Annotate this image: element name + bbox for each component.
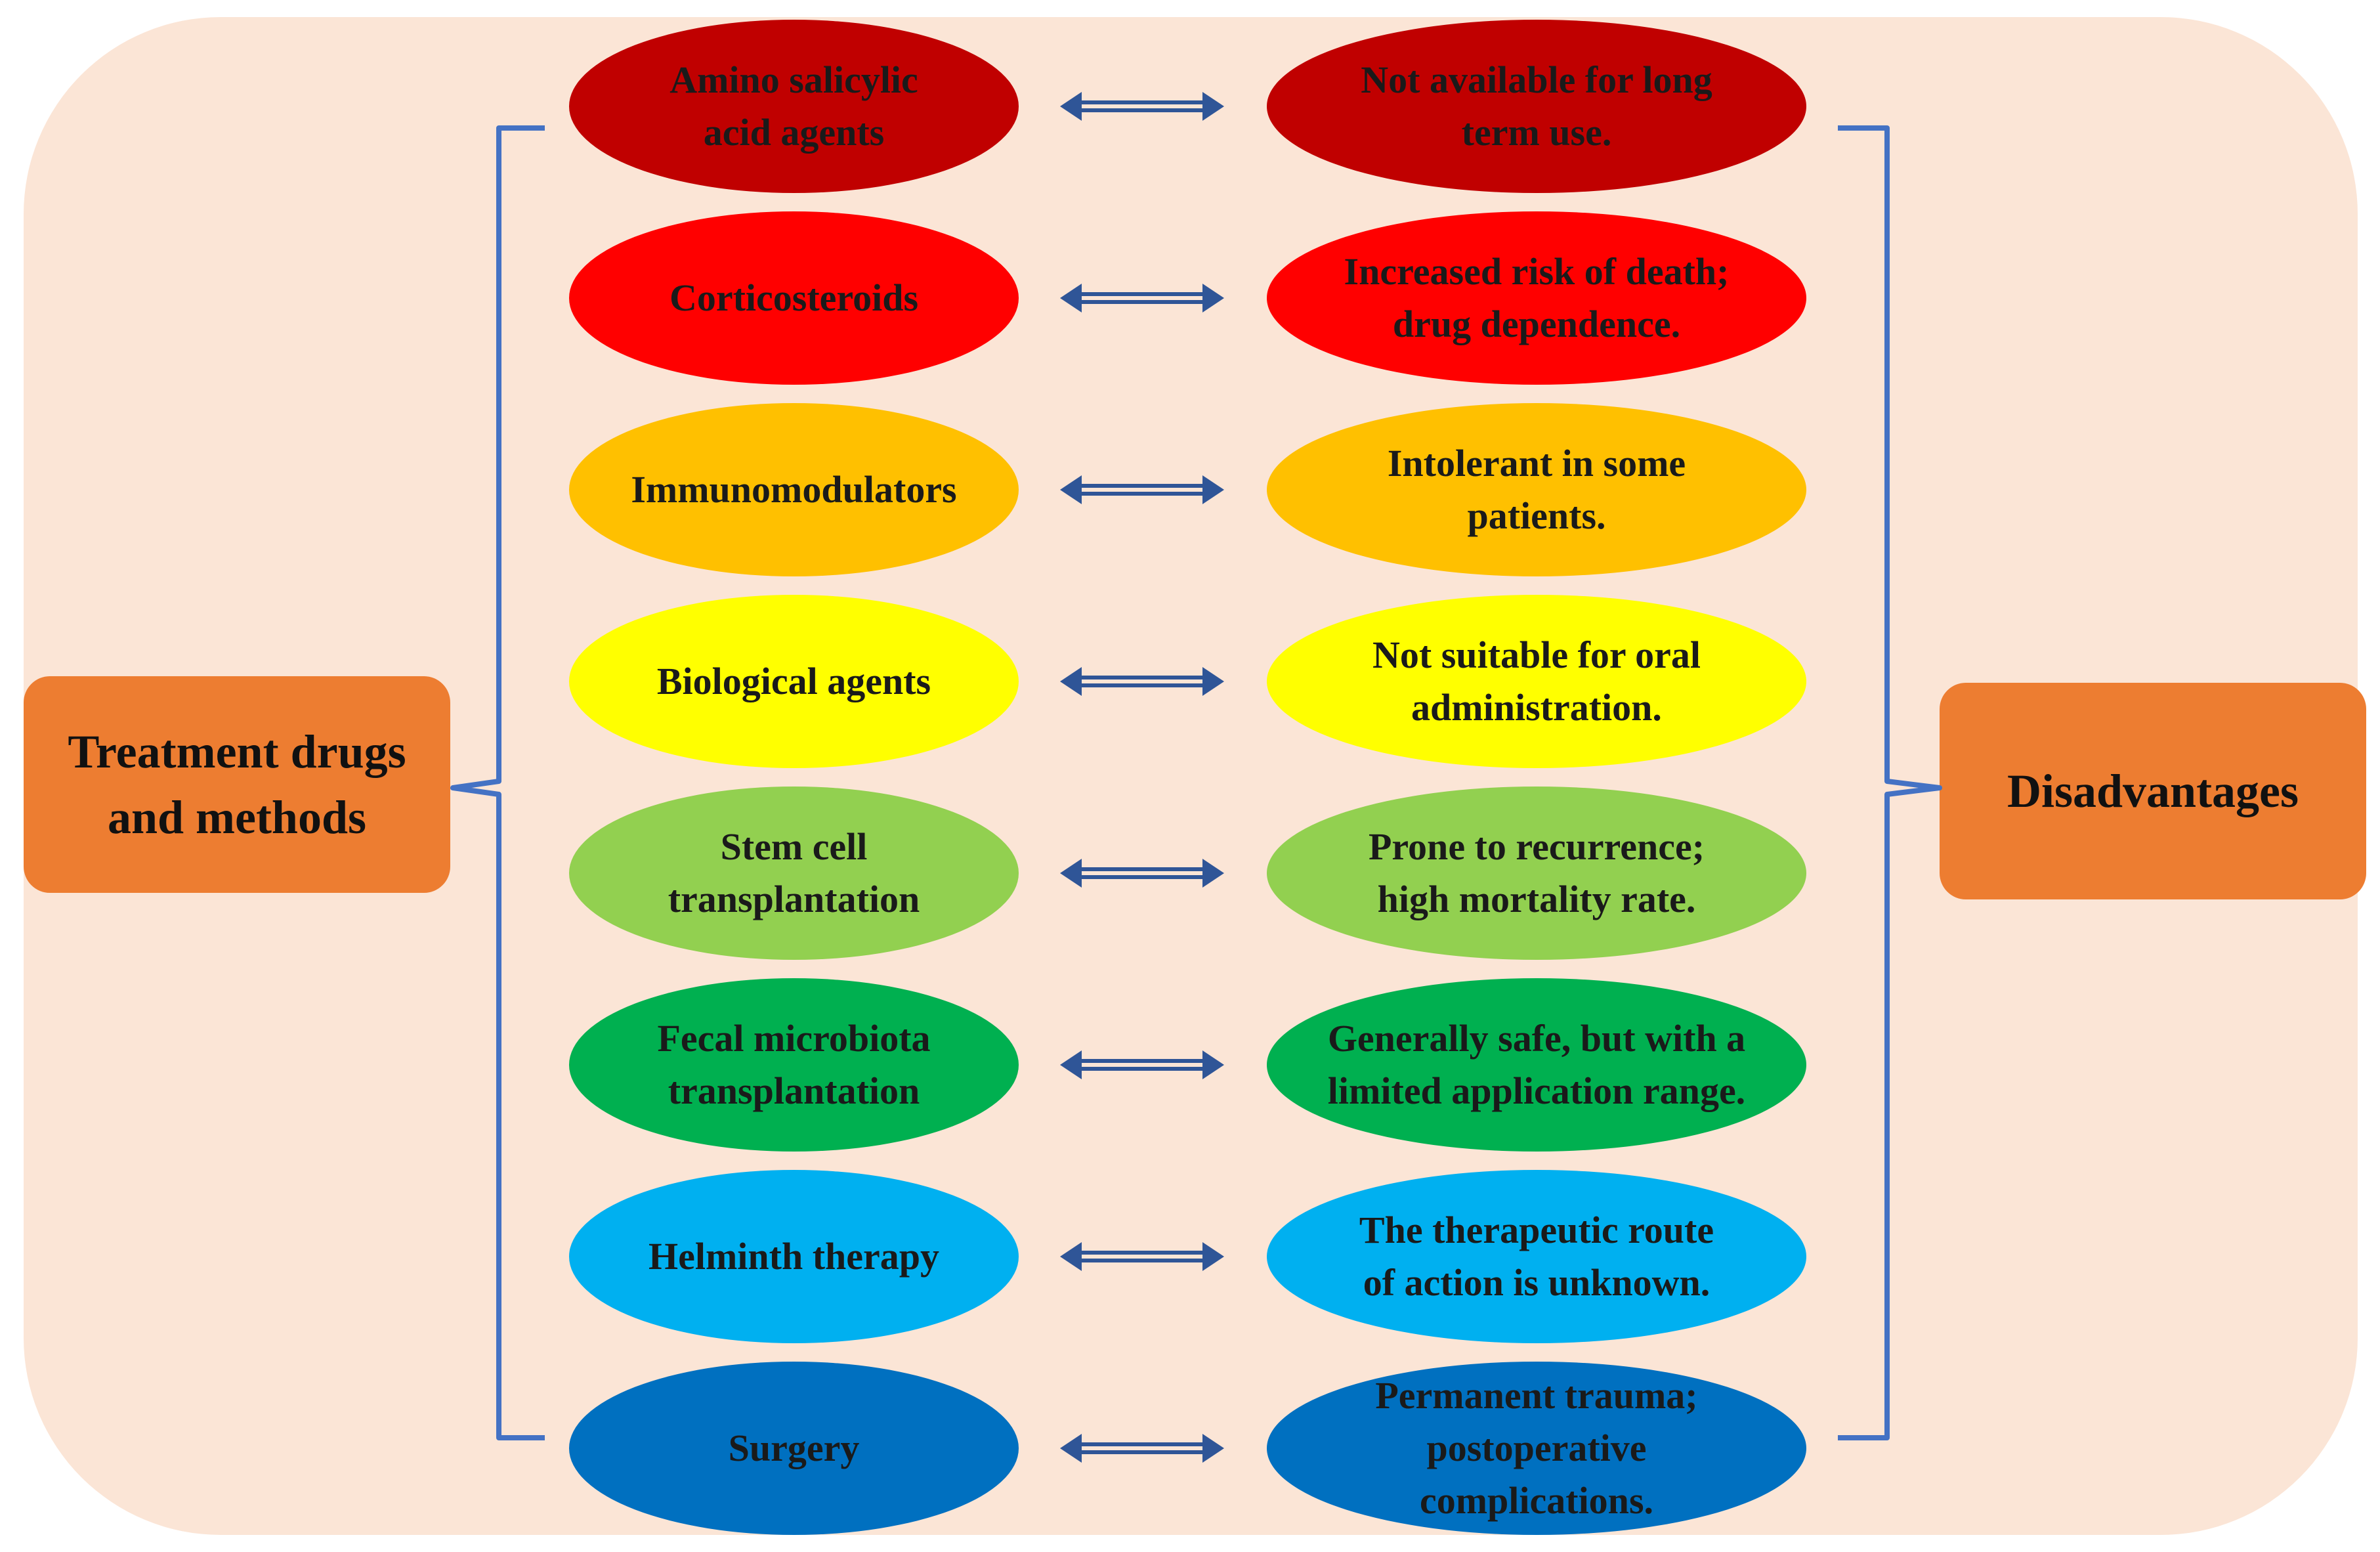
double-arrow <box>1060 1050 1224 1079</box>
treatment-label-line-1: Treatment drugs <box>68 725 406 778</box>
disadvantage-oval: Not suitable for oral administration. <box>1267 595 1806 768</box>
double-arrow <box>1060 667 1224 696</box>
disadvantage-oval: The therapeutic route of action is unkno… <box>1267 1170 1806 1343</box>
double-arrow <box>1060 92 1224 121</box>
disadvantage-oval: Prone to recurrence; high mortality rate… <box>1267 787 1806 960</box>
double-arrow <box>1060 859 1224 888</box>
double-arrow <box>1060 1434 1224 1463</box>
treatment-oval: Biological agents <box>569 595 1019 768</box>
treatment-oval: Helminth therapy <box>569 1170 1019 1343</box>
arrows-group <box>1060 92 1224 1463</box>
disadvantage-oval: Permanent trauma; postoperative complica… <box>1267 1362 1806 1535</box>
treatment-label-line-2: and methods <box>107 791 367 844</box>
treatment-oval: Amino salicylic acid agents <box>569 20 1019 193</box>
treatment-oval: Immunomodulators <box>569 403 1019 576</box>
treatment-oval: Surgery <box>569 1362 1019 1535</box>
double-arrow <box>1060 475 1224 504</box>
disadvantage-oval: Intolerant in some patients. <box>1267 403 1806 576</box>
treatment-oval: Corticosteroids <box>569 211 1019 385</box>
disadvantages-label: Disadvantages <box>2007 765 2299 817</box>
right-bracket <box>1838 125 1942 1440</box>
double-arrow <box>1060 1242 1224 1271</box>
disadvantage-oval: Not available for long term use. <box>1267 20 1806 193</box>
disadvantage-oval: Increased risk of death; drug dependence… <box>1267 211 1806 385</box>
double-arrow <box>1060 284 1224 313</box>
treatment-oval: Fecal microbiota transplantation <box>569 978 1019 1152</box>
treatment-oval: Stem cell transplantation <box>569 787 1019 960</box>
disadvantage-oval: Generally safe, but with a limited appli… <box>1267 978 1806 1152</box>
disadvantages-label-box: Disadvantages <box>1940 683 2366 899</box>
treatment-label-box: Treatment drugs and methods <box>24 676 450 893</box>
left-bracket <box>450 125 545 1440</box>
